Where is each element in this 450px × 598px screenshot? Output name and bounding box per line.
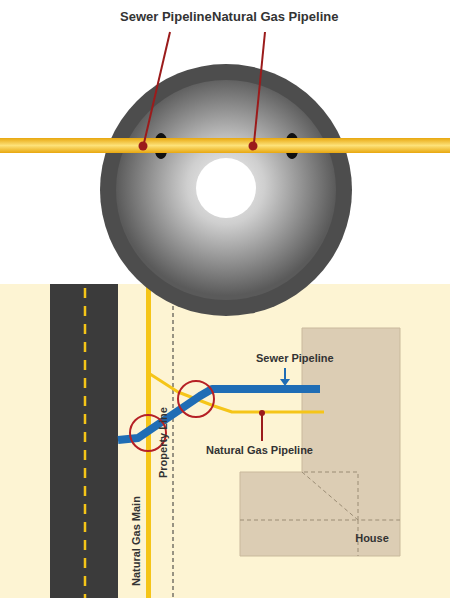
leader-dot [249,142,258,151]
callout-label: Sewer Pipeline [120,10,212,25]
roof-lines [240,472,400,556]
property-line [173,292,174,598]
house-area: House [355,532,389,544]
property-label: Property Line [157,407,170,478]
sewer-pipe-wall [100,64,352,316]
road [50,284,118,598]
leader-line [254,32,265,143]
house-shape [240,328,400,556]
leader-dot [259,410,265,416]
pipe-label: Sewer Pipeline [256,352,334,365]
leader-dot [139,142,148,151]
crossbore-circle [178,381,214,417]
road-centre-line [84,288,87,598]
house-label: House [355,532,389,544]
sewer-pipe-opening [196,158,256,218]
gas-main [146,284,151,598]
leader-line [261,415,263,441]
callout-label: Natural Gas Pipeline [212,10,338,25]
arrow-head [280,379,290,386]
pipe-label: Natural Gas Pipeline [206,444,313,457]
leader-line [144,32,170,143]
gas-pipe [0,138,450,153]
map-ground [0,284,450,598]
sewer-pipe-interior [116,80,336,300]
main-label: Natural Gas Main [130,496,143,586]
leader-line [284,368,286,380]
